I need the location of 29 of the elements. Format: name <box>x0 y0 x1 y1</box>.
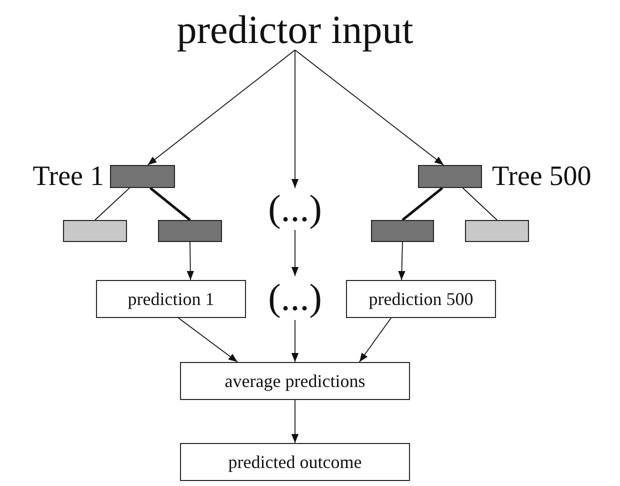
arrow <box>358 318 392 362</box>
arrow <box>294 50 444 166</box>
branch-line <box>462 188 498 220</box>
tree-label: Tree 1 <box>32 163 104 191</box>
leaf-node-box <box>465 220 529 242</box>
arrow <box>147 50 296 166</box>
process-box: prediction 1 <box>96 280 246 318</box>
process-box: prediction 500 <box>346 280 496 318</box>
branch-line <box>149 186 191 222</box>
process-box: predicted outcome <box>180 443 410 481</box>
arrow <box>291 230 299 276</box>
branch-line <box>402 186 444 222</box>
arrow <box>186 242 194 280</box>
node-label: (...) <box>258 276 332 320</box>
process-box: average predictions <box>180 362 410 400</box>
arrow <box>291 400 299 444</box>
tree-node-box <box>110 165 175 188</box>
tree-node-box <box>371 220 434 242</box>
leaf-node-box <box>63 220 127 242</box>
tree-node-box <box>418 165 482 188</box>
node-label: predictor input <box>165 2 425 50</box>
arrow <box>398 242 406 280</box>
arrow <box>178 318 238 362</box>
node-label: (...) <box>258 188 332 230</box>
arrow <box>291 320 299 362</box>
arrow <box>291 50 299 188</box>
branch-line <box>94 188 130 220</box>
tree-node-box <box>158 220 222 242</box>
tree-label: Tree 500 <box>492 163 592 191</box>
